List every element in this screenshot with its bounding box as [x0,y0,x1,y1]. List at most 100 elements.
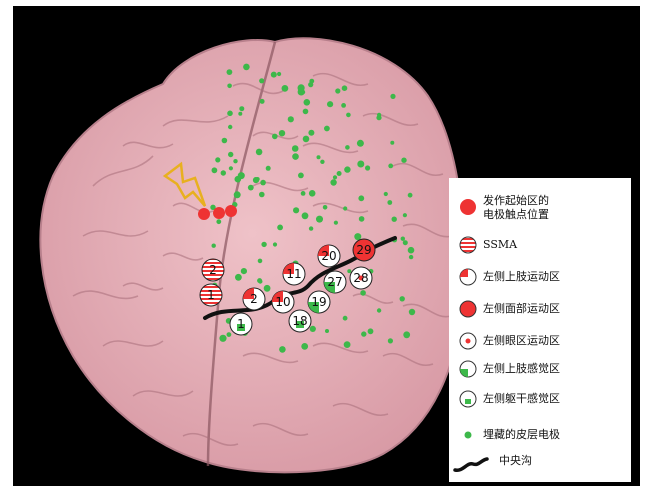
buried-electrode [343,206,348,211]
electrode-label: 11 [286,267,301,281]
buried-electrode [387,200,393,205]
electrode-upper-limb-motor: 10 [271,290,295,314]
buried-electrode [361,331,367,337]
buried-electrode [316,155,321,160]
buried-electrode [345,145,350,150]
buried-electrode [399,296,405,302]
legend: 发作起始区的 电极触点位置 SSMA 左侧上肢运动区 左侧面部运动区 左侧眼区运… [449,178,631,482]
buried-electrode [302,135,310,143]
buried-electrode [301,212,309,220]
buried-electrode [343,341,351,348]
buried-electrode [270,71,277,78]
legend-text: 左侧上肢运动区 [483,270,560,283]
buried-electrode [278,130,286,137]
buried-electrode [227,110,233,117]
buried-electrode [402,240,408,246]
buried-electrode [219,334,227,342]
buried-electrode [281,85,289,92]
buried-electrode [247,184,254,191]
buried-electrode [300,191,306,196]
buried-electrode [260,179,266,186]
buried-electrode [263,284,271,292]
buried-electrode [341,85,348,91]
buried-electrode [297,84,305,92]
buried-electrode [344,166,351,173]
electrode-eye-motor: 28 [349,266,373,290]
buried-electrode [259,191,265,198]
onset-contact [213,207,225,219]
buried-electrode [255,177,260,182]
buried-electrode [324,125,330,132]
electrode-label: 20 [321,249,336,263]
electrode-label: 2 [250,292,258,306]
buried-electrode [308,190,316,197]
buried-electrode [259,78,265,84]
buried-electrode [335,88,341,94]
legend-text: 中央沟 [499,454,532,467]
lightning-arrow-icon [162,161,207,207]
electrode-label: 27 [327,275,342,289]
electrode-label: 28 [353,271,368,285]
legend-text: 埋藏的皮层电极 [483,428,560,441]
buried-electrode [346,112,351,118]
electrode-upper-limb-motor: 2 [242,287,266,311]
buried-electrode [239,106,245,112]
buried-electrode [309,325,316,332]
buried-electrode [259,98,265,104]
buried-electrode [308,82,314,88]
buried-electrode [390,140,395,145]
buried-electrode [376,308,382,313]
buried-electrode [336,171,342,176]
buried-electrode [265,165,271,171]
electrode-ssma: 1 [199,283,223,307]
buried-electrode [332,175,338,180]
buried-electrode [216,219,222,225]
buried-electrode [220,170,226,176]
electrode-trunk-sensory: 1 [229,312,253,336]
buried-electrode [408,308,416,316]
upper-limb-sensory-icon [459,360,477,378]
buried-electrode [292,153,299,160]
legend-text: 左侧上肢感觉区 [483,362,560,375]
buried-electrode [261,241,267,248]
buried-electrode [302,108,309,115]
buried-electrode [291,145,299,152]
electrode-label: 10 [275,295,290,309]
buried-electrode [408,254,414,260]
buried-electrode-icon [464,431,472,439]
buried-electrode [227,83,232,89]
buried-electrode [358,216,365,222]
buried-electrode [376,115,382,121]
buried-electrode [320,159,325,164]
buried-electrode [390,93,396,99]
buried-electrode [387,338,393,344]
buried-electrode [322,205,328,210]
legend-text: 发作起始区的 电极触点位置 [483,194,549,221]
buried-electrode [287,116,294,123]
electrode-label: 2 [209,263,217,277]
electrode-upper-limb-motor: 20 [317,244,341,268]
legend-text: 左侧躯干感觉区 [483,392,560,405]
electrode-trunk-sensory: 18 [288,309,312,333]
buried-electrode [277,224,283,231]
upper-limb-motor-icon [459,268,477,286]
face-motor-icon [459,300,477,318]
buried-electrode [400,236,405,241]
legend-text: 左侧面部运动区 [483,302,560,315]
buried-electrode [301,343,309,350]
onset-contacts [198,205,237,220]
electrode-upper-limb-motor: 11 [282,262,306,286]
buried-electrode [330,179,337,186]
electrode-ssma: 2 [201,258,225,282]
buried-electrode [240,268,247,275]
buried-electrode [333,220,338,225]
buried-electrode [303,99,311,106]
buried-electrode [347,269,352,274]
buried-electrode [277,71,282,77]
electrode-label: 29 [356,243,371,257]
electrode-label: 1 [207,288,215,302]
buried-electrode [354,233,362,241]
